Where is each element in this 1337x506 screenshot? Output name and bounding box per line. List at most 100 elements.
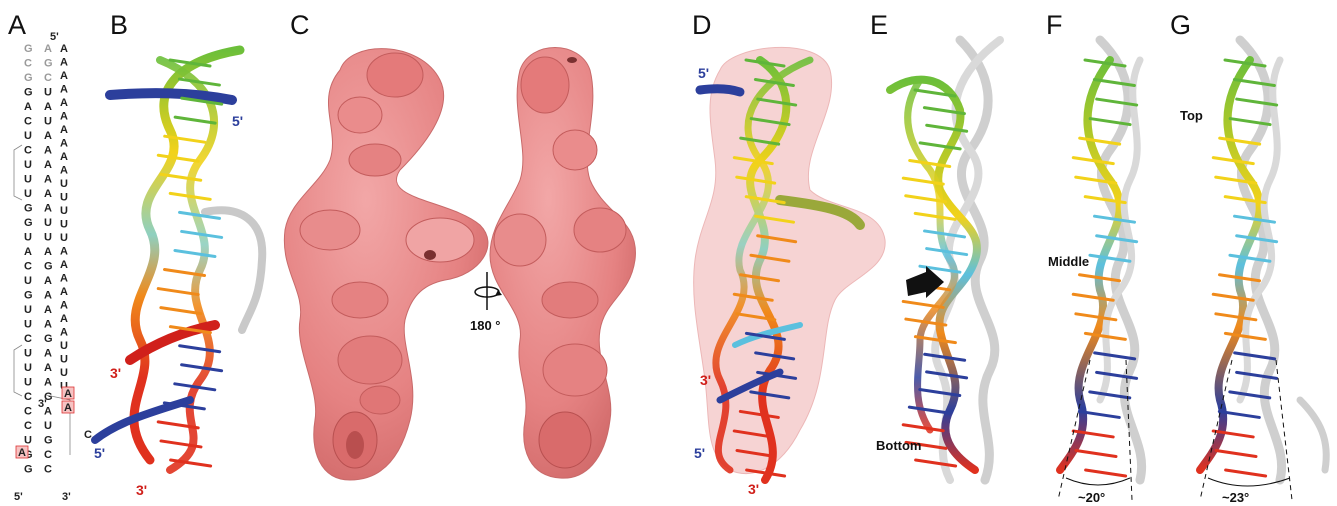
nucleotide: C: [24, 145, 32, 157]
nucleotide: A: [44, 319, 52, 331]
nucleotide: U: [24, 377, 32, 389]
base-stick: [175, 250, 215, 256]
panel-b-helix-model: 5' 3' 5' 3': [94, 50, 262, 498]
nucleotide: U: [24, 348, 32, 360]
panel-c-density-maps: 180 °: [284, 48, 635, 481]
nucleotide: A: [44, 145, 52, 157]
panel-g-angle-label: ~23°: [1222, 490, 1249, 505]
base-stick: [1226, 470, 1266, 476]
nucleotide: A: [44, 246, 52, 258]
nucleotide: A: [60, 151, 68, 163]
base-stick: [158, 155, 198, 161]
nucleotide: A: [44, 290, 52, 302]
nucleotide: U: [24, 304, 32, 316]
nucleotide: C: [24, 406, 32, 418]
panel-b-3prime-bottom: 3': [136, 482, 147, 498]
panel-label-c: C: [290, 10, 310, 40]
nucleotide: A: [44, 203, 52, 215]
nucleotide: C: [44, 72, 52, 84]
nucleotide: A: [44, 275, 52, 287]
nucleotide: U: [44, 87, 52, 99]
panel-a-loop-c: C: [84, 429, 92, 441]
nucleotide: U: [44, 232, 52, 244]
nucleotide: U: [60, 192, 68, 204]
panel-a-top-5prime: 5': [50, 31, 59, 43]
base-stick: [1095, 353, 1135, 359]
panel-d-5prime-bottom: 5': [694, 445, 705, 461]
base-stick: [182, 365, 222, 371]
panel-d-3prime-bottom: 3': [748, 481, 759, 497]
nucleotide: C: [24, 333, 32, 345]
nucleotide: A: [60, 165, 68, 177]
base-stick: [1073, 294, 1113, 300]
nucleotide: A: [44, 159, 52, 171]
nucleotide: A: [44, 362, 52, 374]
nucleotide: G: [24, 203, 33, 215]
nucleotide: A: [60, 313, 68, 325]
nucleotide: C: [44, 464, 52, 476]
nucleotide: U: [60, 232, 68, 244]
panel-a-bottom-3prime: 3': [62, 491, 71, 503]
nucleotide: A: [60, 300, 68, 312]
nucleotide: G: [24, 43, 33, 55]
nucleotide: G: [44, 435, 53, 447]
nucleotide: U: [44, 116, 52, 128]
panel-d-3prime: 3': [700, 372, 711, 388]
nucleotide: A: [60, 327, 68, 339]
nucleotide: U: [60, 178, 68, 190]
base-stick: [1213, 294, 1253, 300]
nucleotide: A: [60, 43, 68, 55]
nucleotide: U: [24, 319, 32, 331]
nucleotide: C: [44, 449, 52, 461]
nucleotide: G: [24, 217, 33, 229]
nucleotide: A: [44, 304, 52, 316]
nucleotide: U: [24, 362, 32, 374]
panel-g-overlay: Top ~23°: [1180, 40, 1326, 505]
panel-d-model-in-density: 5' 3' 5' 3': [694, 47, 886, 497]
nucleotide: U: [60, 354, 68, 366]
nucleotide: U: [44, 217, 52, 229]
nucleotide: A: [44, 188, 52, 200]
nucleotide: A: [60, 259, 68, 271]
panel-f-middle-label: Middle: [1048, 254, 1089, 269]
nucleotide: U: [60, 219, 68, 231]
nucleotide: A: [44, 43, 52, 55]
nucleotide: U: [60, 367, 68, 379]
base-stick: [916, 460, 956, 466]
panel-e-bottom-label: Bottom: [876, 438, 922, 453]
rotation-label: 180 °: [470, 318, 501, 333]
panel-a-right-strand: AGCUAUAAAAAAUUAGAAAAGAAAGAUGCC: [44, 43, 53, 476]
base-stick: [1076, 450, 1116, 456]
nucleotide: A: [60, 70, 68, 82]
nucleotide: C: [24, 420, 32, 432]
nucleotide: A: [44, 130, 52, 142]
nucleotide: A: [60, 124, 68, 136]
nucleotide: U: [24, 174, 32, 186]
nucleotide: U: [60, 205, 68, 217]
nucleotide: C: [24, 261, 32, 273]
nucleotide: G: [24, 72, 33, 84]
panel-g-top-label: Top: [1180, 108, 1203, 123]
panel-label-a: A: [8, 10, 26, 40]
nucleotide: A: [60, 273, 68, 285]
panel-a-mid-3prime: 3': [38, 398, 47, 410]
nucleotide: A: [44, 101, 52, 113]
nucleotide: U: [24, 232, 32, 244]
nucleotide: A: [60, 138, 68, 150]
nucleotide: U: [24, 130, 32, 142]
nucleotide: A: [60, 57, 68, 69]
panel-f-angle-label: ~20°: [1078, 490, 1105, 505]
nucleotide: A: [24, 101, 32, 113]
nucleotide: G: [44, 333, 53, 345]
base-stick: [175, 117, 215, 123]
nucleotide: U: [60, 340, 68, 352]
nucleotide: A: [44, 348, 52, 360]
density-map-front: [284, 49, 488, 480]
base-stick: [1216, 450, 1256, 456]
panel-a-left-strand: GCGGACUCUUUGGUACUGUUCUUUCCCUGG: [24, 43, 33, 476]
nucleotide: G: [24, 290, 33, 302]
nucleotide: U: [24, 275, 32, 287]
panel-a-bottom-5prime: 5': [14, 491, 23, 503]
